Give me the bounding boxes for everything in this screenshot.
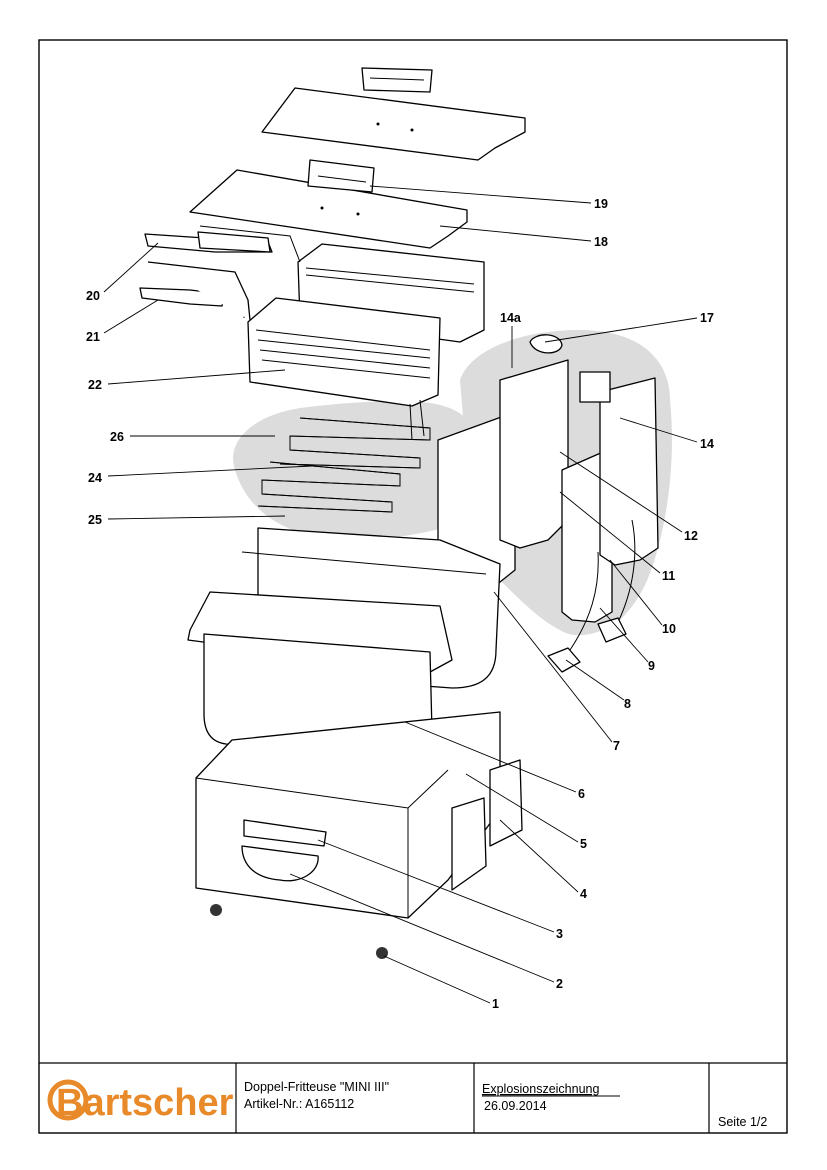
title-block: Bartscher Doppel-Fritteuse "MINI III" Ar… (39, 1062, 787, 1133)
label-11: 11 (662, 569, 675, 583)
label-4: 4 (580, 887, 587, 901)
page-number: Seite 1/2 (718, 1115, 767, 1129)
basket-lid (189, 159, 468, 249)
label-25: 25 (88, 513, 102, 527)
label-24: 24 (88, 471, 102, 485)
frying-baskets (199, 225, 485, 407)
label-2: 2 (556, 977, 563, 991)
label-19: 19 (594, 197, 608, 211)
label-17: 17 (700, 311, 714, 325)
part-labels: 1 2 3 4 5 6 7 8 9 10 11 12 14 14a 17 18 … (86, 197, 714, 1011)
control-heads (437, 334, 659, 623)
label-6: 6 (578, 787, 585, 801)
label-9: 9 (648, 659, 655, 673)
logo-text: Bartscher (56, 1082, 234, 1124)
label-8: 8 (624, 697, 631, 711)
label-3: 3 (556, 927, 563, 941)
label-26: 26 (110, 430, 124, 444)
label-21: 21 (86, 330, 100, 344)
label-7: 7 (613, 739, 620, 753)
heating-elements (257, 399, 431, 513)
drawing-date: 26.09.2014 (484, 1099, 547, 1113)
bartscher-logo: Bartscher (47, 1079, 234, 1124)
drawing-frame (38, 39, 788, 1134)
article-number: Artikel-Nr.: A165112 (244, 1097, 354, 1111)
leader-lines (103, 185, 698, 1004)
product-name: Doppel-Fritteuse "MINI III" (244, 1080, 389, 1094)
housing (195, 711, 523, 959)
power-cables (547, 519, 636, 673)
drawing-type: Explosionszeichnung (482, 1082, 599, 1096)
label-5: 5 (580, 837, 587, 851)
label-14a: 14a (500, 311, 522, 325)
label-22: 22 (88, 378, 102, 392)
top-lid (261, 67, 526, 161)
basket-handles (139, 231, 273, 321)
label-18: 18 (594, 235, 608, 249)
label-20: 20 (86, 289, 100, 303)
label-14: 14 (700, 437, 714, 451)
label-12: 12 (684, 529, 698, 543)
label-10: 10 (662, 622, 676, 636)
label-1: 1 (492, 997, 499, 1011)
